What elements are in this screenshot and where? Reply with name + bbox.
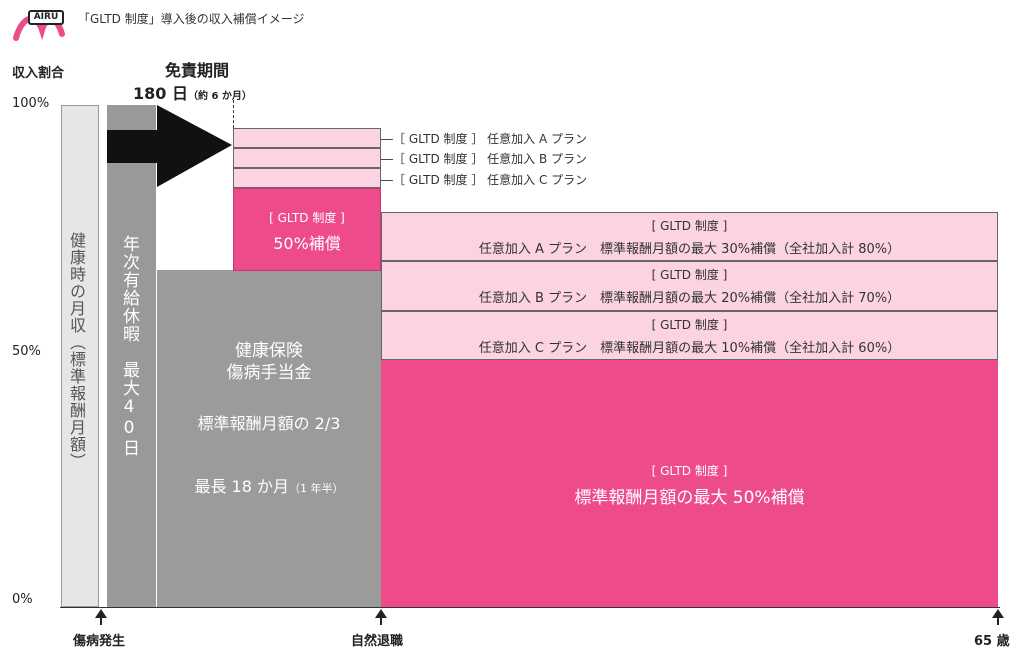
gltd-50-tag: [ GLTD 制度 ] — [269, 211, 345, 225]
annual-leave-label: 年次有給休暇 最大40日 — [119, 235, 139, 457]
gltd-main-text: 標準報酬月額の最大 50%補償 — [574, 488, 805, 508]
waiting-period-days: 180 日（約 6 か月） — [133, 80, 252, 104]
sick-line-1: 健康保険 — [235, 341, 303, 361]
tick-0: 0% — [12, 592, 33, 607]
arrow-up-icon — [95, 609, 107, 625]
gltd-main-area: [ GLTD 制度 ] 標準報酬月額の最大 50%補償 — [381, 360, 998, 607]
band-c-text: 任意加入 C プラン 標準報酬月額の最大 10%補償（全社加入計 60%） — [478, 341, 901, 356]
band-a-tag: [ GLTD 制度 ] — [651, 219, 728, 233]
band-b-text: 任意加入 B プラン 標準報酬月額の最大 20%補償（全社加入計 70%） — [478, 291, 901, 306]
sick-line-2: 傷病手当金 — [226, 363, 312, 383]
arrow-up-icon — [992, 609, 1004, 625]
tick-50: 50% — [12, 344, 41, 359]
option-a-box — [233, 128, 381, 148]
healthy-income-label: 健康時の月収（標準報酬月額） — [67, 232, 86, 470]
logo-badge: AIRU — [28, 10, 64, 25]
option-a-label: ―［ GLTD 制度 ］ 任意加入 A プラン — [381, 132, 587, 146]
band-b-tag: [ GLTD 制度 ] — [651, 268, 728, 282]
option-b-label: ―［ GLTD 制度 ］ 任意加入 B プラン — [381, 152, 588, 166]
healthy-income-bar — [61, 105, 99, 607]
sick-line-4: 最長 18 か月 — [194, 477, 290, 496]
page-title: 「GLTD 制度」導入後の収入補償イメージ — [78, 12, 305, 26]
arrow-up-icon — [375, 609, 387, 625]
sickness-allowance-bar — [157, 270, 381, 607]
y-axis-label: 収入割合 — [12, 66, 65, 81]
band-option-b: [ GLTD 制度 ] 任意加入 B プラン 標準報酬月額の最大 20%補償（全… — [381, 261, 998, 311]
sick-duration: 最長 18 か月（1 年半） — [157, 473, 381, 497]
waiting-period-arrow-icon — [107, 105, 232, 187]
sick-title: 健康保険 傷病手当金 — [157, 340, 381, 384]
option-c-box — [233, 168, 381, 188]
band-a-text: 任意加入 A プラン 標準報酬月額の最大 30%補償（全社加入計 80%） — [478, 242, 901, 257]
option-b-box — [233, 148, 381, 168]
gltd-50-label: 50%補償 — [273, 234, 341, 253]
band-option-a: [ GLTD 制度 ] 任意加入 A プラン 標準報酬月額の最大 30%補償（全… — [381, 212, 998, 261]
waiting-period-title: 免責期間 — [165, 61, 230, 80]
retirement-label: 自然退職 — [351, 634, 404, 649]
gltd-50-box: [ GLTD 制度 ] 50%補償 — [233, 188, 381, 271]
option-c-label: ―［ GLTD 制度 ］ 任意加入 C プラン — [381, 173, 588, 187]
sick-note: （1 年半） — [289, 482, 344, 495]
band-c-tag: [ GLTD 制度 ] — [651, 318, 728, 332]
band-option-c: [ GLTD 制度 ] 任意加入 C プラン 標準報酬月額の最大 10%補償（全… — [381, 311, 998, 360]
age-label: 65 歳 — [974, 634, 1010, 649]
gltd-main-tag: [ GLTD 制度 ] — [651, 464, 728, 478]
waiting-period-days-value: 180 日 — [133, 84, 188, 103]
annual-leave-bar — [107, 105, 156, 607]
waiting-period-note: （約 6 か月） — [187, 91, 252, 102]
sick-line-3: 標準報酬月額の 2/3 — [197, 414, 341, 433]
injury-label: 傷病発生 — [73, 634, 126, 649]
baseline — [60, 607, 1000, 608]
tick-100: 100% — [12, 96, 50, 111]
